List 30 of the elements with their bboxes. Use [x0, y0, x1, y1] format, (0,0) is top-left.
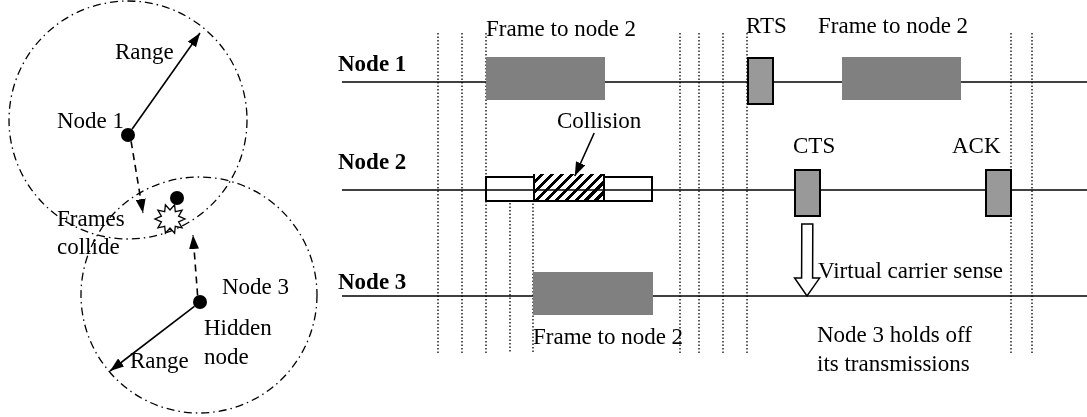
frame-label: Frame to node 2 — [533, 323, 684, 350]
arrow — [189, 234, 200, 297]
frame-label: Frame to node 2 — [818, 12, 969, 39]
callout-label: Collision — [557, 107, 642, 134]
edge-label: Range — [130, 347, 189, 374]
collision-burst-icon — [154, 203, 186, 235]
text-label: Hidden node — [204, 314, 273, 371]
edge-label: Range — [115, 38, 174, 65]
arrow — [130, 140, 146, 214]
arrow — [109, 305, 196, 372]
frame-label: CTS — [793, 132, 836, 159]
row-label: Node 2 — [338, 148, 407, 175]
frame-label: RTS — [746, 12, 787, 39]
node-dot — [121, 128, 135, 142]
text-label: Node 3 — [222, 273, 290, 300]
text-label: Frames collide — [57, 205, 126, 261]
text-label: Node 3 holds off its transmissions — [817, 321, 973, 378]
row-label: Node 1 — [338, 50, 407, 77]
frame-label: Frame to node 2 — [486, 15, 637, 42]
node-dot — [170, 191, 184, 205]
arrow — [574, 132, 595, 177]
hatched-segment — [533, 174, 605, 200]
node-dot — [193, 295, 207, 309]
received-frame-bar — [485, 176, 653, 202]
arrow — [131, 32, 201, 131]
hollow-arrow — [793, 223, 822, 298]
text-label: Node 1 — [57, 107, 125, 134]
edge-label: Virtual carrier sense — [818, 257, 1004, 284]
row-label: Node 3 — [338, 268, 407, 295]
frame-label: ACK — [952, 132, 1001, 159]
